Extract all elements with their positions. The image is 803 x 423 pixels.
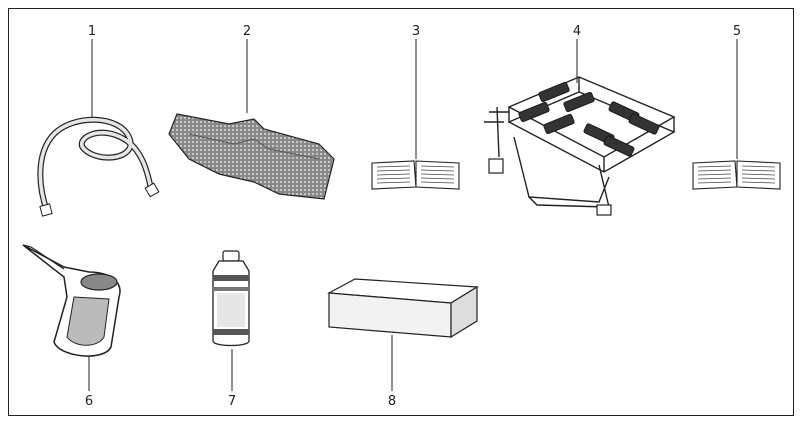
item-7-number: 7 bbox=[227, 394, 237, 409]
sponge-block-icon bbox=[326, 278, 479, 339]
item-2-number: 2 bbox=[242, 24, 252, 39]
drain-hose-icon bbox=[37, 116, 160, 217]
item-4-number: 4 bbox=[572, 24, 582, 39]
wire-rack-insert-icon bbox=[484, 76, 676, 216]
accessories-diagram-frame: 1 2 3 bbox=[8, 8, 794, 416]
detergent-bottle-icon bbox=[212, 250, 250, 347]
manual-book-icon-2 bbox=[692, 160, 781, 190]
salt-funnel-jug-icon bbox=[22, 244, 121, 357]
manual-book-icon bbox=[371, 160, 460, 190]
item-5-number: 5 bbox=[732, 24, 742, 39]
item-1-number: 1 bbox=[87, 24, 97, 39]
item-6-number: 6 bbox=[84, 394, 94, 409]
item-8-number: 8 bbox=[387, 394, 397, 409]
item-3-number: 3 bbox=[411, 24, 421, 39]
filter-mat-icon bbox=[168, 113, 335, 200]
